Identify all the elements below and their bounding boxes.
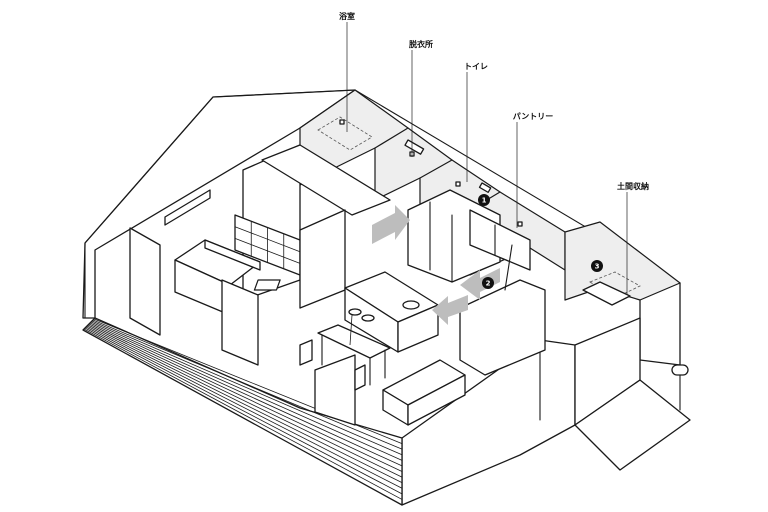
sink bbox=[402, 300, 420, 310]
bedroom bbox=[129, 144, 391, 366]
dining-set bbox=[299, 308, 391, 391]
svg-text:3: 3 bbox=[595, 263, 600, 271]
marker-3: 3 bbox=[591, 260, 603, 272]
label-pantry: パントリー bbox=[513, 111, 553, 121]
dining-table bbox=[317, 324, 391, 359]
entrance-storage-room bbox=[564, 221, 681, 301]
flow-arrows bbox=[372, 205, 500, 325]
sofa bbox=[382, 359, 466, 426]
wood-deck bbox=[82, 317, 403, 506]
deck-planks bbox=[83, 318, 403, 500]
label-bath: 浴室 bbox=[339, 11, 355, 21]
svg-text:2: 2 bbox=[486, 280, 491, 288]
arrow-pantry bbox=[460, 268, 500, 300]
arrow-kitchen bbox=[432, 295, 468, 325]
marker-1: 1 bbox=[478, 194, 490, 206]
pantry-fixtures bbox=[469, 209, 531, 291]
mailbox bbox=[671, 364, 689, 376]
leader-lines bbox=[346, 22, 628, 295]
entrance bbox=[582, 281, 689, 411]
marker-2: 2 bbox=[482, 277, 494, 289]
bookshelf bbox=[234, 221, 301, 269]
svg-text:1: 1 bbox=[482, 197, 487, 205]
label-entrance-storage: 土間収納 bbox=[617, 181, 649, 191]
stove bbox=[253, 279, 281, 291]
label-dressing: 脱衣所 bbox=[409, 39, 433, 49]
arrow-bath bbox=[372, 205, 410, 244]
label-toilet: トイレ bbox=[464, 62, 488, 71]
